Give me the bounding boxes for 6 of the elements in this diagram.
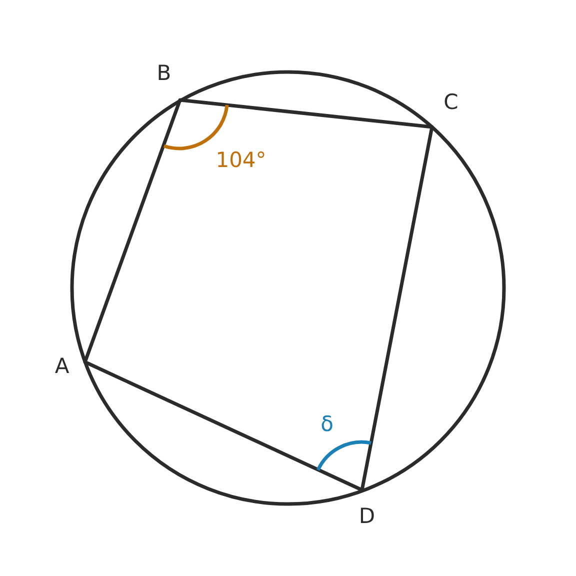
angle-label: 104° — [216, 148, 266, 172]
vertex-label: D — [358, 504, 376, 528]
vertex-label: A — [54, 354, 70, 378]
vertex-label: B — [156, 61, 172, 85]
vertex-label: C — [444, 90, 458, 114]
angle-label: δ — [320, 412, 334, 436]
